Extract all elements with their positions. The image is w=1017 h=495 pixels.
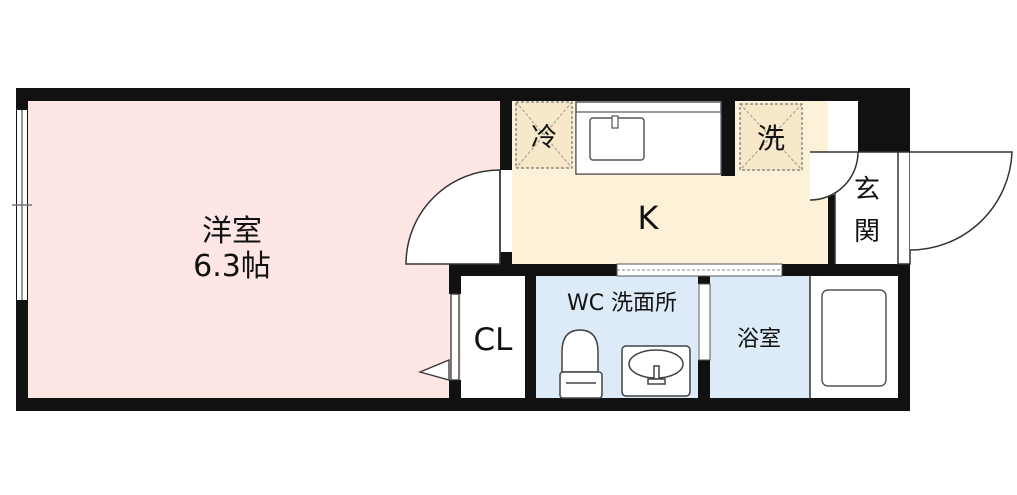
washer-space: 洗 — [739, 103, 803, 171]
entrance-label-bottom: 関 — [854, 217, 880, 247]
washbasin — [621, 345, 691, 397]
refrigerator-space: 冷 — [515, 101, 573, 169]
entrance-door — [897, 151, 1013, 265]
fridge-label: 冷 — [531, 123, 557, 153]
bathroom-floor — [710, 276, 810, 399]
western-room-door — [405, 169, 501, 265]
wc-washroom-label: WC 洗面所 — [567, 291, 677, 316]
closet-label: CL — [474, 322, 514, 358]
washer-label: 洗 — [757, 122, 785, 155]
bathroom-label: 浴室 — [737, 327, 781, 352]
entrance-label-top: 玄 — [854, 175, 880, 205]
sliding-doors — [616, 263, 783, 361]
western-room-size: 6.3帖 — [193, 249, 271, 284]
window — [12, 110, 32, 300]
entrance-inner-door — [809, 151, 859, 201]
kitchen-sink-counter — [575, 101, 722, 175]
closet-door — [418, 293, 460, 381]
toilet — [559, 329, 603, 399]
kitchen-label: K — [638, 199, 660, 237]
bathtub — [821, 289, 887, 387]
western-room-label: 洋室 — [202, 214, 262, 249]
closet-floor — [461, 276, 525, 399]
interior-walls — [449, 100, 910, 411]
